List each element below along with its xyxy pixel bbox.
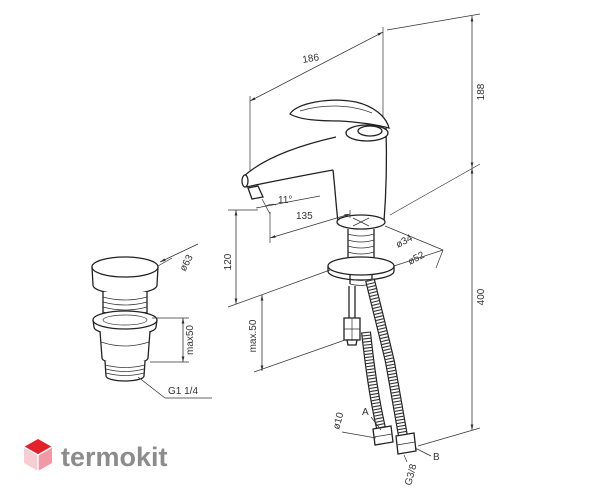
spout-top-edge	[243, 136, 337, 177]
leader-dia10	[341, 431, 377, 439]
drain-body-band	[100, 341, 150, 347]
lever-handle	[289, 99, 390, 129]
drain-body	[99, 330, 151, 365]
drain-cap-top	[91, 256, 159, 278]
ext-120-bottom	[227, 269, 331, 308]
drain-flange-inner	[102, 314, 148, 326]
hose-a-braid	[362, 331, 385, 429]
dim-188-label: 188	[476, 83, 487, 100]
faucet-dimensions: 186 188 400 11° 120 135 max.50 ø34 ø5	[223, 13, 487, 487]
body-right-edge	[383, 127, 388, 223]
dim-186-label: 186	[302, 52, 321, 66]
drain-max50-label: max50	[185, 325, 196, 355]
axis-cross-mark	[352, 217, 370, 227]
leader-dia34	[384, 225, 444, 251]
drain-plug	[91, 256, 159, 382]
hexagon-cube-icon	[23, 439, 53, 471]
leader-a	[370, 416, 382, 431]
dia52-label: ø52	[406, 250, 427, 268]
spout-bottom-edge	[245, 169, 334, 188]
washer	[327, 256, 395, 276]
logo-face-lines	[23, 446, 53, 471]
thread-g114-label: G1 1/4	[168, 386, 198, 397]
dim-line-135	[269, 213, 351, 239]
angle-leg	[261, 198, 271, 215]
label-b: B	[433, 452, 440, 463]
ext-400-bottom	[417, 427, 481, 447]
drain-stem-threads	[102, 296, 148, 316]
drain-thread-body	[104, 360, 146, 382]
shank-threads	[347, 233, 375, 261]
copper-tube	[348, 286, 356, 318]
dia10-label: ø10	[331, 411, 346, 431]
ext-188-bottom	[389, 163, 481, 216]
angle-arc	[265, 203, 277, 207]
dim-line-186	[249, 31, 384, 102]
dim-120-label: 120	[223, 253, 234, 270]
dim-135-label: 135	[296, 211, 313, 222]
leader-dia-join	[435, 249, 444, 269]
leader-g38	[403, 454, 408, 463]
leader-dia63	[159, 243, 199, 263]
tube-nut-edge	[344, 318, 360, 340]
dia63-label: ø63	[178, 253, 196, 274]
drain-threads	[104, 364, 146, 376]
dim-400-label: 400	[476, 288, 487, 305]
thread-g38-label: G3/8	[403, 463, 419, 487]
tube-end	[346, 339, 358, 346]
body-left-edge	[332, 169, 339, 223]
leader-dia52	[393, 249, 444, 267]
spout-tip	[241, 174, 249, 188]
leader-b	[414, 447, 432, 457]
supply-lines	[343, 278, 417, 455]
dia34-label: ø34	[394, 233, 415, 251]
faucet	[241, 99, 395, 286]
leader-g114	[137, 376, 212, 399]
fitting-b-edge	[396, 441, 416, 446]
lever-contour	[299, 105, 373, 114]
label-a: A	[362, 407, 369, 418]
angle-label: 11°	[278, 195, 292, 206]
termokit-logo: termokit	[23, 439, 168, 472]
lever-cap-inner	[357, 125, 383, 137]
dim-max50-label: max.50	[248, 319, 259, 352]
hose-b-fill	[366, 279, 407, 437]
aerator	[247, 185, 264, 200]
ext-dia63	[157, 257, 173, 267]
ext-max50-bottom	[253, 339, 346, 373]
ext-188-top	[386, 13, 481, 31]
logo-text: termokit	[61, 442, 168, 472]
drain-flange	[92, 310, 158, 330]
fitting-a-edge	[373, 433, 393, 438]
